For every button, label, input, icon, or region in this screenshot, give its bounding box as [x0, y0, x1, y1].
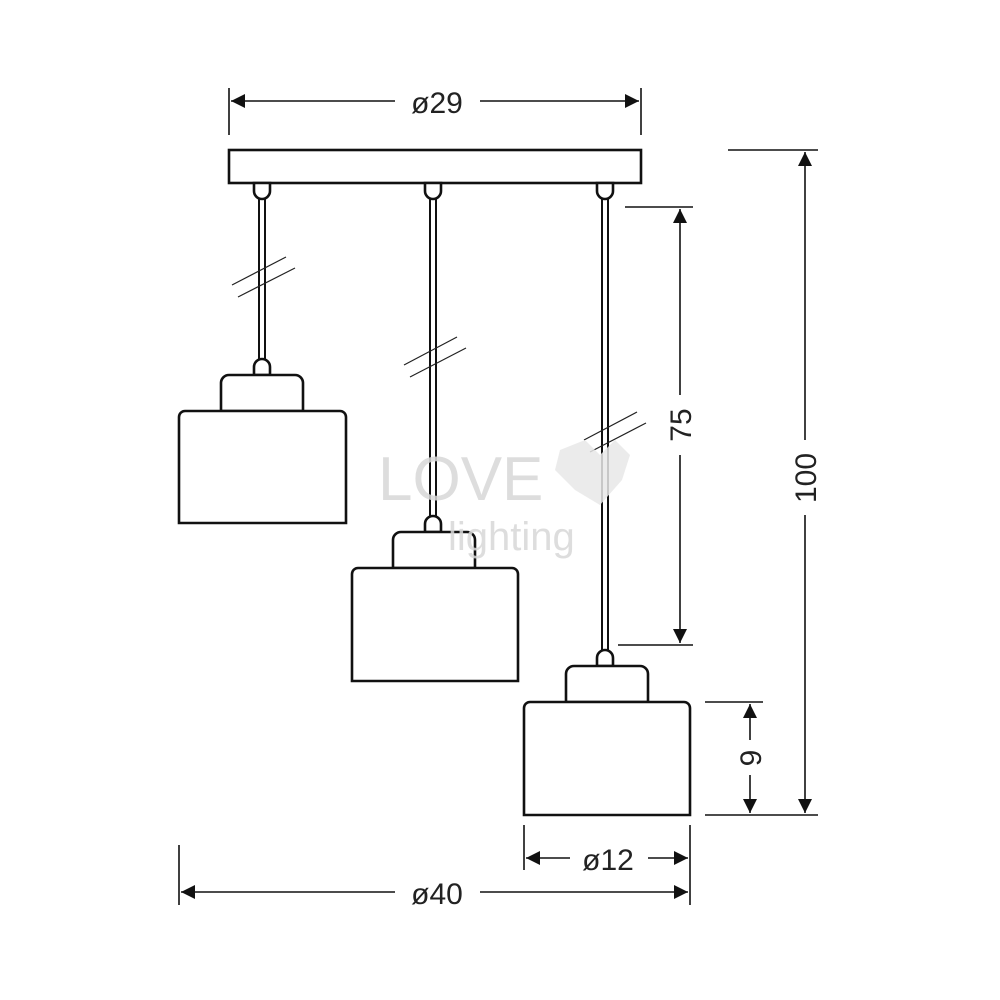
shade-diameter-label: ø12	[582, 844, 634, 877]
dimension-shade-diameter: ø12	[523, 825, 691, 905]
break-mark	[403, 336, 458, 366]
watermark-line1: LOVE	[378, 445, 543, 514]
break-mark	[231, 256, 287, 286]
pendant-1	[177, 181, 348, 525]
dimension-shade-height: 9	[705, 701, 768, 813]
pendant-3	[522, 181, 692, 817]
watermark-line2: lighting	[448, 515, 575, 559]
dimension-cable-length: 75	[618, 206, 698, 646]
watermark-logo: LOVE lighting	[378, 440, 630, 559]
dimension-overall-width: ø40	[178, 845, 688, 911]
pendant-2	[350, 181, 520, 683]
heart-logo-icon	[555, 440, 630, 505]
dimension-total-height: 100	[705, 149, 823, 816]
dimension-canopy-width: ø29	[228, 87, 642, 135]
cable-length-label: 75	[665, 408, 698, 441]
ceiling-canopy	[227, 148, 643, 185]
shade-height-label: 9	[735, 750, 768, 767]
break-mark	[583, 411, 638, 441]
total-height-label: 100	[790, 453, 823, 503]
canopy-width-label: ø29	[411, 87, 463, 120]
overall-width-label: ø40	[411, 878, 463, 911]
